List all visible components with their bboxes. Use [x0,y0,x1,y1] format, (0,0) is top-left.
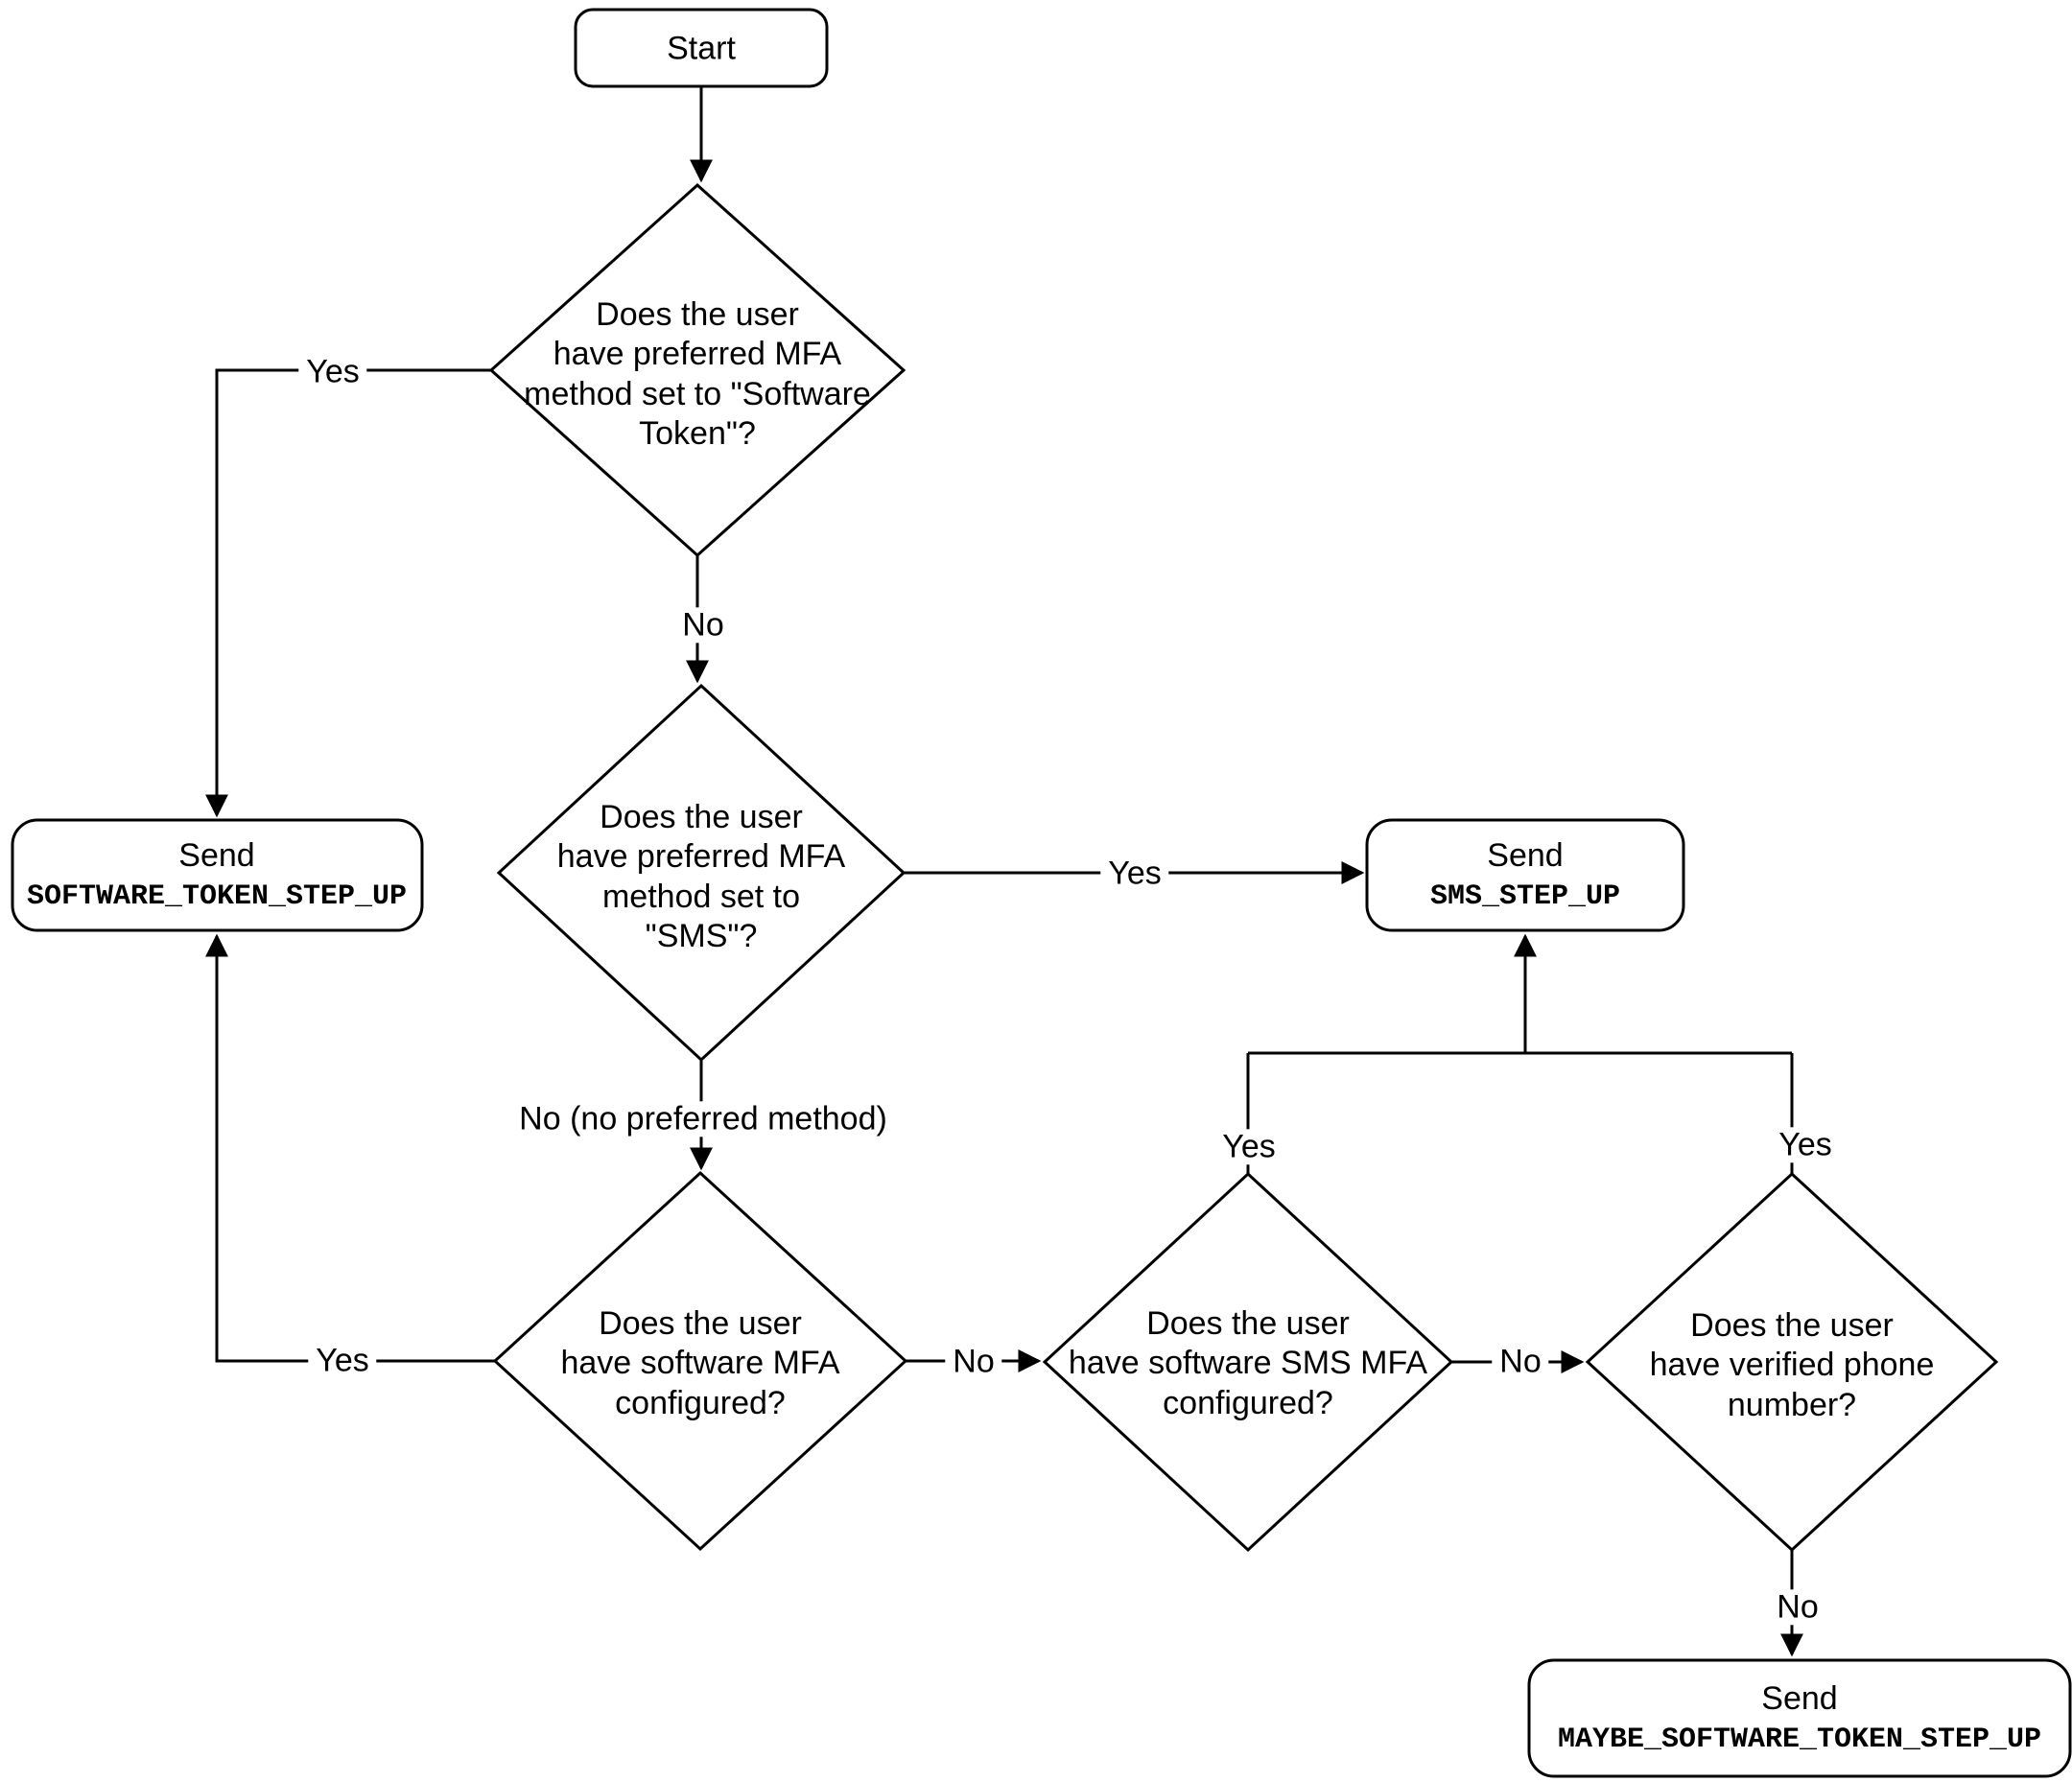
send-sms-label: Send SMS_STEP_UP [1429,836,1621,914]
send-maybe-software-token-label: Send MAYBE_SOFTWARE_TOKEN_STEP_UP [1557,1679,2042,1757]
edge-label-preferred-software-token-no: No [674,606,732,644]
decision-software-mfa-configured-node [492,1170,908,1552]
send-sms-code: SMS_STEP_UP [1429,880,1621,914]
send-software-token-action: Send [178,836,255,874]
edge-software-mfa-yes [205,933,495,1363]
decision-sms-mfa-configured-label: Does the user have software SMS MFA conf… [1068,1304,1428,1421]
edge-label-sms-mfa-no: No [1492,1343,1549,1380]
decision-preferred-software-token-node [488,182,906,558]
decision-preferred-sms-node [496,683,906,1063]
send-software-token-label: Send SOFTWARE_TOKEN_STEP_UP [26,836,408,914]
decision-verified-phone-node [1585,1171,1999,1553]
edge-label-verified-phone-yes: Yes [1771,1126,1840,1163]
send-software-token-code: SOFTWARE_TOKEN_STEP_UP [26,880,408,914]
decision-software-mfa-configured-label: Does the user have software MFA configur… [560,1304,840,1421]
decision-preferred-sms-label: Does the user have preferred MFA method … [556,799,846,955]
edge-label-software-mfa-yes: Yes [308,1342,377,1379]
flow-nodes [11,8,2072,1778]
edge-label-preferred-software-token-yes: Yes [298,353,367,390]
send-maybe-software-token-action: Send [1761,1679,1838,1717]
decision-verified-phone-label: Does the user have verified phone number… [1649,1306,1935,1423]
edge-preferred-software-token-yes [205,368,491,818]
edge-label-sms-mfa-yes: Yes [1214,1128,1283,1165]
send-maybe-software-token-node [1527,1658,2072,1778]
start-node [574,8,829,88]
edge-label-verified-phone-no: No [1769,1588,1826,1626]
decision-sms-mfa-configured-node [1042,1171,1454,1553]
edge-label-software-mfa-no: No [945,1343,1002,1380]
send-sms-node [1365,818,1685,932]
edge-label-preferred-sms-no: No (no preferred method) [511,1100,895,1137]
send-maybe-software-token-code: MAYBE_SOFTWARE_TOKEN_STEP_UP [1557,1723,2042,1757]
edge-label-preferred-sms-yes: Yes [1100,855,1169,892]
send-software-token-node [11,818,424,932]
start-node-label: Start [667,30,736,67]
decision-preferred-software-token-label: Does the user have preferred MFA method … [524,296,871,453]
send-sms-action: Send [1487,836,1564,874]
